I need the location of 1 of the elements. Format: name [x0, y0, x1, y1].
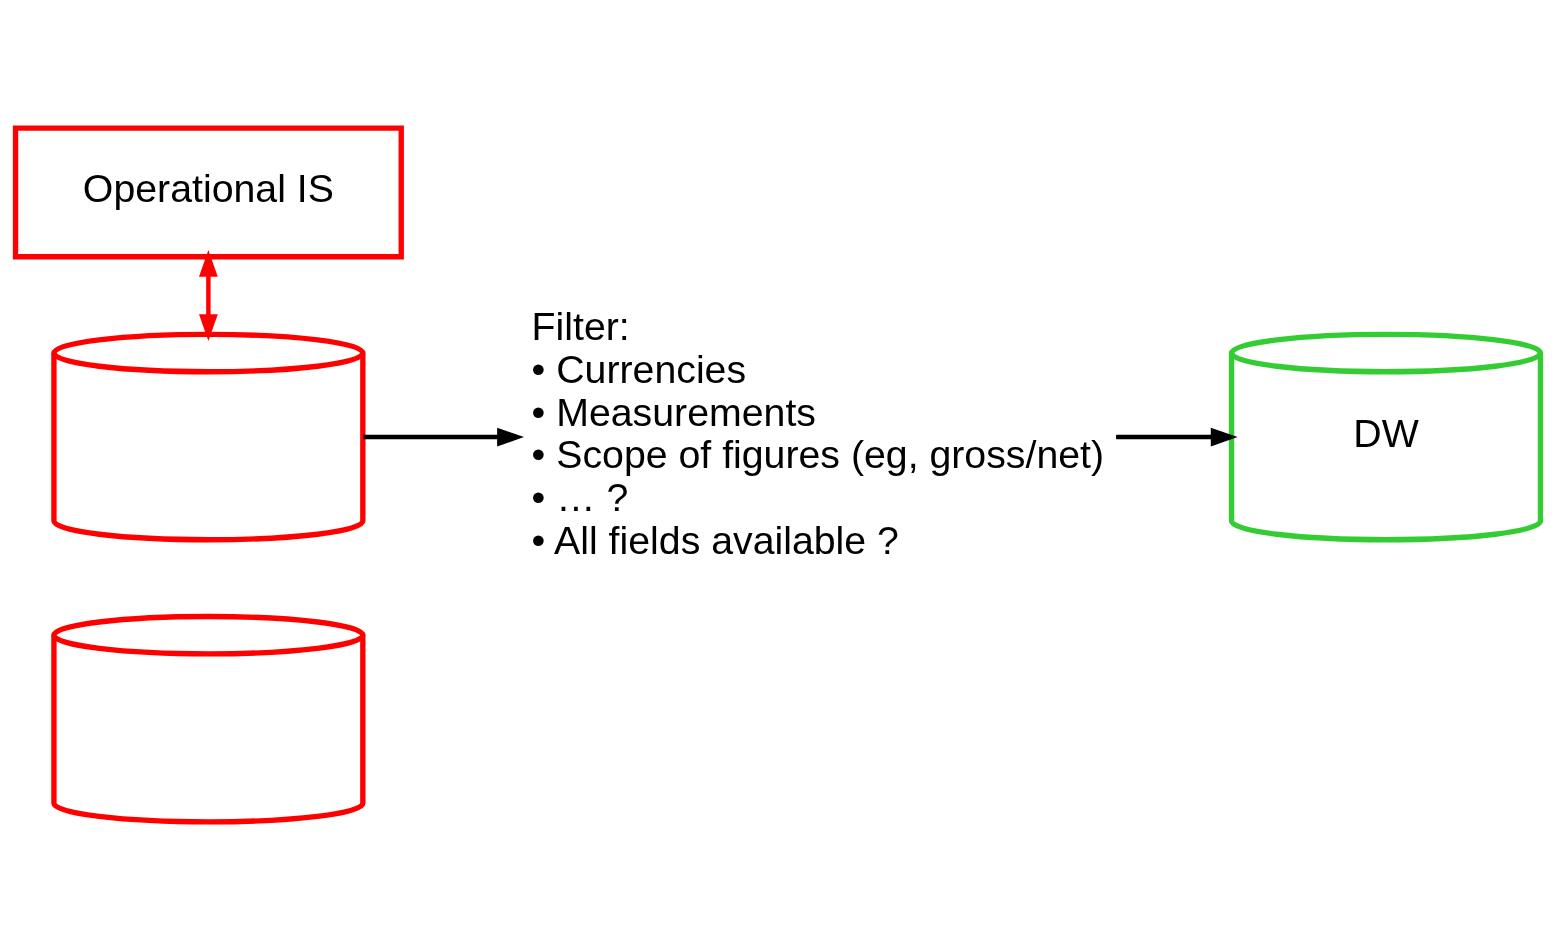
node-text: Filter: • Currencies • Measurements • Scope of figures (eg, gross/net) • … ? • All fields available ? — [531, 303, 1105, 563]
